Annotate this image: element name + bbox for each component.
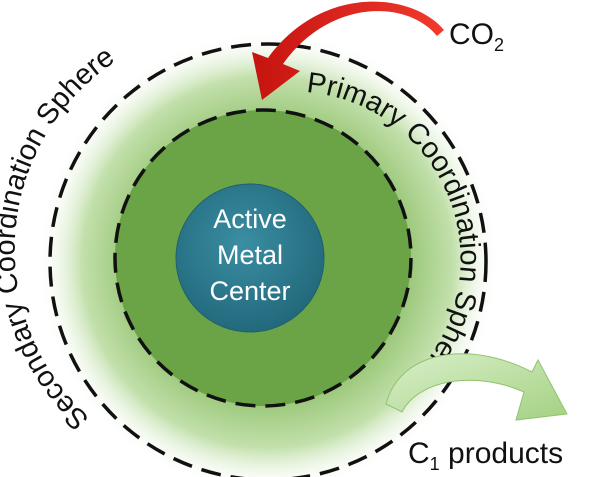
secondary-sphere-border bbox=[48, 42, 488, 477]
primary-sphere-border bbox=[113, 108, 413, 408]
center-label-line1: Active bbox=[213, 204, 287, 234]
co2-label-sub: 2 bbox=[494, 35, 504, 55]
c1-label-sub: 1 bbox=[430, 454, 440, 474]
c1-label-rest: products bbox=[440, 437, 563, 470]
center-label-line2: Metal bbox=[217, 240, 283, 270]
c1-products-label: C1 products bbox=[408, 437, 563, 474]
co2-label-main: CO bbox=[449, 18, 494, 51]
co2-input-arrow bbox=[252, 1, 444, 101]
co2-label: CO2 bbox=[449, 18, 504, 55]
center-label-line3: Center bbox=[209, 276, 290, 306]
c1-label-main: C bbox=[408, 437, 430, 470]
c1-output-arrow bbox=[385, 353, 568, 421]
active-metal-center bbox=[175, 183, 325, 333]
